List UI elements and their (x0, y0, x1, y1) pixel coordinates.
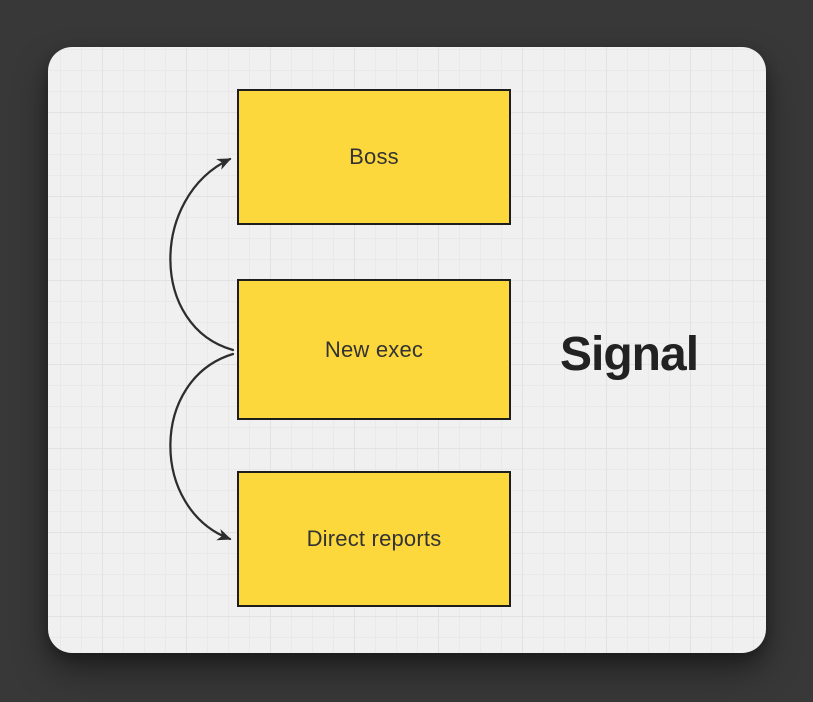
node-new-exec[interactable]: New exec (237, 279, 511, 420)
node-new-exec-label: New exec (324, 336, 424, 362)
node-boss[interactable]: Boss (237, 89, 511, 225)
node-direct-reports[interactable]: Direct reports (237, 471, 511, 607)
node-direct-reports-label: Direct reports (306, 526, 442, 551)
arrow-new-exec-to-direct-reports[interactable] (169, 352, 235, 541)
arrow-new-exec-to-boss[interactable] (169, 157, 235, 352)
whiteboard-canvas[interactable]: Boss New exec Direct reports Signal (48, 47, 766, 653)
connector-arrows (169, 157, 235, 541)
node-boss-label: Boss (349, 144, 399, 169)
signal-title-text: Signal (560, 328, 699, 381)
